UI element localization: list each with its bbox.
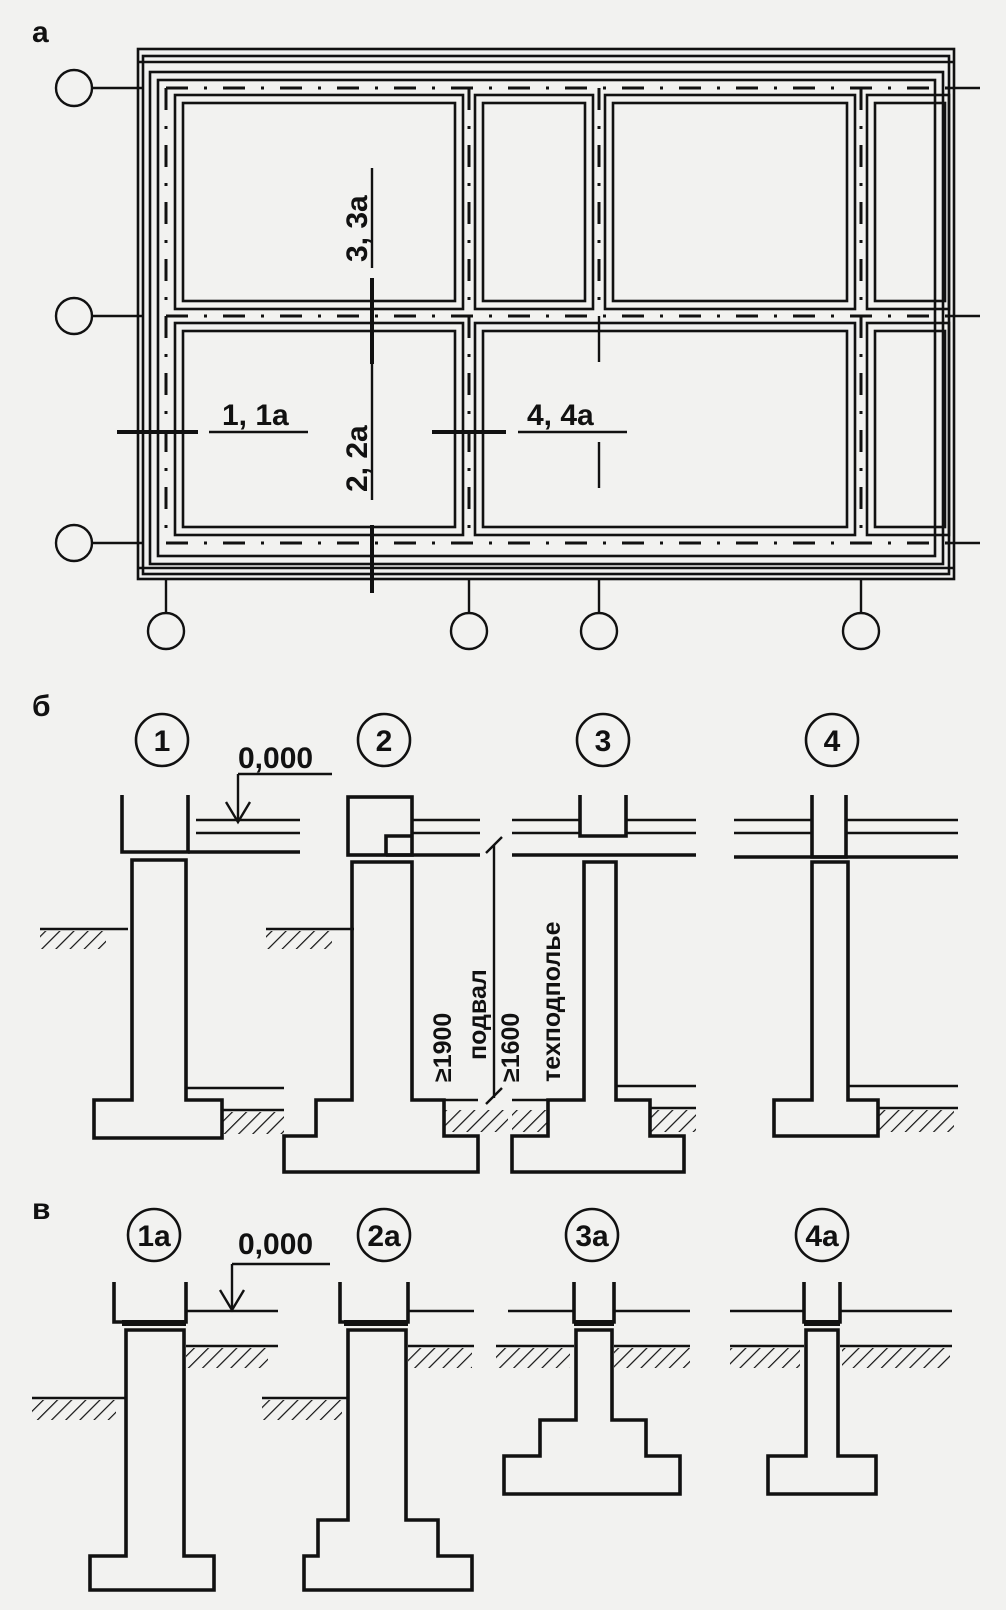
slab-2a — [344, 1320, 408, 1326]
section-1 — [40, 795, 300, 1140]
grid-axes — [54, 68, 980, 651]
panel-letter-b: б — [32, 690, 51, 723]
room-4 — [865, 93, 951, 311]
axis-bubble-row-3 — [54, 523, 94, 563]
axis-bubble-col-3 — [579, 611, 619, 651]
section-number-1a: 1а — [137, 1220, 171, 1253]
elevation-marker-b — [224, 772, 332, 825]
section-label-1-1a: 1, 1а — [222, 399, 289, 432]
panel-letter-a: а — [32, 16, 49, 49]
section-4a — [730, 1282, 952, 1496]
section-number-3a: 3а — [575, 1220, 609, 1253]
section-3 — [510, 795, 696, 1174]
soil-hatch-1a-upper — [186, 1348, 268, 1368]
height-dimension-line — [485, 836, 503, 1105]
section-2 — [266, 795, 480, 1174]
elevation-label-v: 0,000 — [238, 1228, 313, 1261]
slab-3a — [574, 1320, 614, 1326]
elevation-marker-v — [218, 1262, 330, 1313]
section-4 — [734, 795, 958, 1138]
soil-hatch-1a — [40, 931, 106, 949]
outer-walls — [136, 47, 956, 581]
sections-v: в 1а 2а 3а 4а 0,000 — [32, 1193, 952, 1592]
soil-hatch-4 — [878, 1110, 954, 1132]
section-number-4a: 4а — [805, 1220, 839, 1253]
section-label-4-4a: 4, 4а — [527, 399, 594, 432]
slab-1a — [122, 1320, 186, 1326]
plan-view: а — [32, 16, 980, 651]
room-2 — [473, 93, 595, 311]
section-label-2-2a: 2, 2а — [341, 425, 374, 492]
slab-4a — [804, 1320, 840, 1326]
section-cuts — [117, 168, 627, 593]
soil-hatch-3a — [512, 1110, 548, 1132]
axis-bubble-row-1 — [54, 68, 94, 108]
panel-letter-v: в — [32, 1193, 50, 1226]
soil-hatch-3a-right — [614, 1348, 690, 1368]
soil-hatch-3a-left — [496, 1348, 570, 1368]
section-number-4: 4 — [824, 725, 841, 758]
section-number-bubbles-b — [134, 712, 860, 768]
soil-hatch-4a-right — [842, 1348, 950, 1368]
axis-bubble-col-1 — [146, 611, 186, 651]
axis-bubble-row-2 — [54, 296, 94, 336]
section-number-2: 2 — [376, 725, 393, 758]
elevation-label-b: 0,000 — [238, 742, 313, 775]
soil-hatch-3b — [650, 1110, 696, 1132]
room-7 — [865, 321, 951, 537]
soil-hatch-4a-left — [730, 1348, 800, 1368]
soil-hatch-1b — [222, 1112, 284, 1134]
soil-hatch-2a-upper — [408, 1348, 472, 1368]
soil-hatch-2a — [266, 931, 332, 949]
section-label-3-3a: 3, 3а — [341, 195, 374, 262]
section-1a — [32, 1282, 278, 1592]
section-2a — [262, 1282, 474, 1592]
sections-b: б 1 2 3 4 0,000 — [32, 690, 958, 1174]
room-6 — [473, 321, 857, 537]
axis-dash-lines — [164, 86, 950, 545]
soil-hatch-1a-lower — [32, 1400, 116, 1420]
axis-bubble-col-4 — [841, 611, 881, 651]
room-3 — [603, 93, 857, 311]
soil-hatch-2a-lower — [262, 1400, 342, 1420]
section-3a — [496, 1282, 690, 1496]
room-1 — [173, 93, 465, 311]
section-number-1: 1 — [154, 725, 171, 758]
section-number-2a: 2а — [367, 1220, 401, 1253]
label-basement: подвал — [464, 969, 492, 1060]
section-number-3: 3 — [595, 725, 612, 758]
label-crawl-space: техподполье — [538, 921, 566, 1082]
axis-bubble-col-2 — [449, 611, 489, 651]
soil-hatch-2b — [444, 1110, 508, 1132]
room-outlines — [173, 93, 951, 537]
dimension-crawl-space: ≥1600 — [497, 1013, 525, 1082]
dimension-basement: ≥1900 — [429, 1013, 457, 1082]
room-5 — [173, 321, 465, 537]
section-number-bubbles-v — [126, 1207, 850, 1263]
